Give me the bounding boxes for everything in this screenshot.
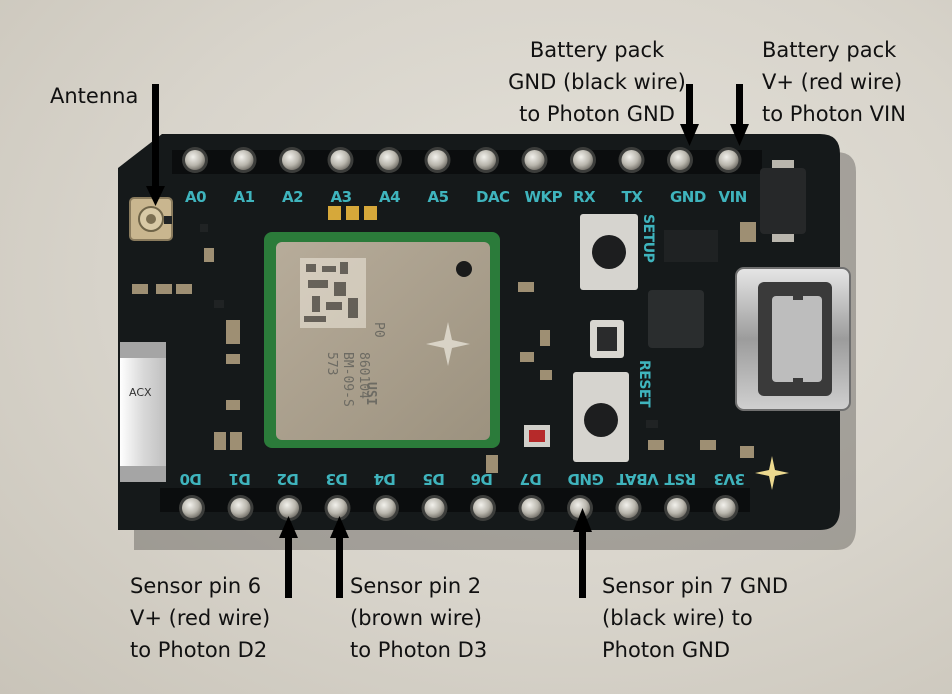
bottom-pin-3v3 <box>715 498 736 518</box>
bottom-pin-label-d5: D5 <box>422 470 445 488</box>
sensor-pin2-label: Sensor pin 2 (brown wire) to Photon D3 <box>350 570 487 666</box>
bottom-pin-d6 <box>473 498 493 518</box>
battery-gnd-label: Battery pack GND (black wire) to Photon … <box>486 34 708 130</box>
bottom-pin-label-d2: D2 <box>277 470 299 488</box>
sensor-pin6-line2: V+ (red wire) <box>130 606 271 630</box>
bottom-pin-d1 <box>230 498 251 518</box>
top-pin-a0 <box>185 150 205 170</box>
top-pin-label-a0: A0 <box>185 188 207 206</box>
top-pin-a4 <box>379 150 399 170</box>
bottom-pin-d5 <box>424 498 445 518</box>
battery-gnd-line2: GND (black wire) <box>508 70 686 94</box>
module-text-bm: BM-09-S <box>340 352 355 407</box>
top-pin-a3 <box>330 150 351 170</box>
bottom-pin-gnd <box>570 498 590 518</box>
bottom-pin-vbat <box>618 498 639 518</box>
top-pin-label-a3: A3 <box>330 188 353 206</box>
battery-gnd-line1: Battery pack <box>529 38 665 62</box>
battery-vin-line2: V+ (red wire) <box>762 70 903 94</box>
bottom-pin-d0 <box>182 498 202 518</box>
battery-vin-line3: to Photon VIN <box>762 102 906 126</box>
arrows <box>146 84 749 598</box>
top-pin-label-tx: TX <box>621 188 643 206</box>
module-text-p0: P0 <box>371 322 386 338</box>
top-pin-label-a1: A1 <box>233 188 256 206</box>
sensor-pin2-line3: to Photon D3 <box>350 638 488 662</box>
bottom-pin-label-rst: RST <box>665 470 697 488</box>
top-pin-gnd <box>670 150 690 170</box>
sensor-pin7-line2: (black wire) to <box>602 606 753 630</box>
sensor-pin2-line1: Sensor pin 2 <box>350 574 482 598</box>
top-pin-vin <box>718 150 739 170</box>
top-pin-label-a4: A4 <box>379 188 401 206</box>
bottom-pin-label-d1: D1 <box>228 470 251 488</box>
bottom-pin-d7 <box>521 498 542 518</box>
reset-label: RESET <box>636 360 652 408</box>
bottom-pin-label-d7: D7 <box>519 470 542 488</box>
top-pin-a5 <box>427 150 448 170</box>
top-pin-label-rx: RX <box>573 188 596 206</box>
top-pin-tx <box>621 150 642 170</box>
top-pin-label-a2: A2 <box>282 188 304 206</box>
bottom-pin-label-d6: D6 <box>471 470 493 488</box>
bottom-pin-label-3v3: 3V3 <box>713 470 745 488</box>
battery-vin-line1: Battery pack <box>762 38 897 62</box>
top-pin-label-dac: DAC <box>476 188 510 206</box>
acx-chip <box>120 342 166 482</box>
sensor-pin7-line3: Photon GND <box>602 638 731 662</box>
top-pin-label-wkp: WKP <box>524 188 563 206</box>
top-pin-a2 <box>282 150 302 170</box>
bottom-pin-rst <box>667 498 687 518</box>
sensor-pin2-line2: (brown wire) <box>350 606 482 630</box>
module-text-usi: USI <box>363 382 378 406</box>
module-text-573: 573 <box>324 352 339 376</box>
top-pin-rx <box>573 150 593 170</box>
battery-gnd-line3: to Photon GND <box>519 102 675 126</box>
bottom-pin-label-d4: D4 <box>374 470 396 488</box>
top-pin-label-gnd: GND <box>670 188 706 206</box>
antenna-label: Antenna <box>50 84 139 108</box>
bottom-pin-label-gnd: GND <box>568 470 604 488</box>
top-pin-a1 <box>233 150 254 170</box>
acx-label: ACX <box>129 386 152 399</box>
sensor-pin6-line1: Sensor pin 6 <box>130 574 262 598</box>
top-pin-label-vin: VIN <box>718 188 748 206</box>
top-pin-label-a5: A5 <box>427 188 450 206</box>
top-pin-wkp <box>524 150 545 170</box>
bottom-pin-label-vbat: VBAT <box>616 470 659 488</box>
bottom-pin-d3 <box>327 498 348 518</box>
bottom-pin-d2 <box>279 498 299 518</box>
bottom-pin-label-d0: D0 <box>180 470 202 488</box>
sensor-pin6-line3: to Photon D2 <box>130 638 268 662</box>
bottom-pin-label-d3: D3 <box>325 470 348 488</box>
datamatrix-code <box>300 258 366 328</box>
battery-vin-label: Battery pack V+ (red wire) to Photon VIN <box>762 34 906 130</box>
bottom-pin-d4 <box>376 498 396 518</box>
setup-label: SETUP <box>640 214 656 263</box>
sensor-pin7-line1: Sensor pin 7 GND <box>602 574 788 598</box>
sensor-pin7-label: Sensor pin 7 GND (black wire) to Photon … <box>602 570 788 666</box>
sensor-pin6-label: Sensor pin 6 V+ (red wire) to Photon D2 <box>130 570 270 666</box>
top-pin-dac <box>476 150 496 170</box>
